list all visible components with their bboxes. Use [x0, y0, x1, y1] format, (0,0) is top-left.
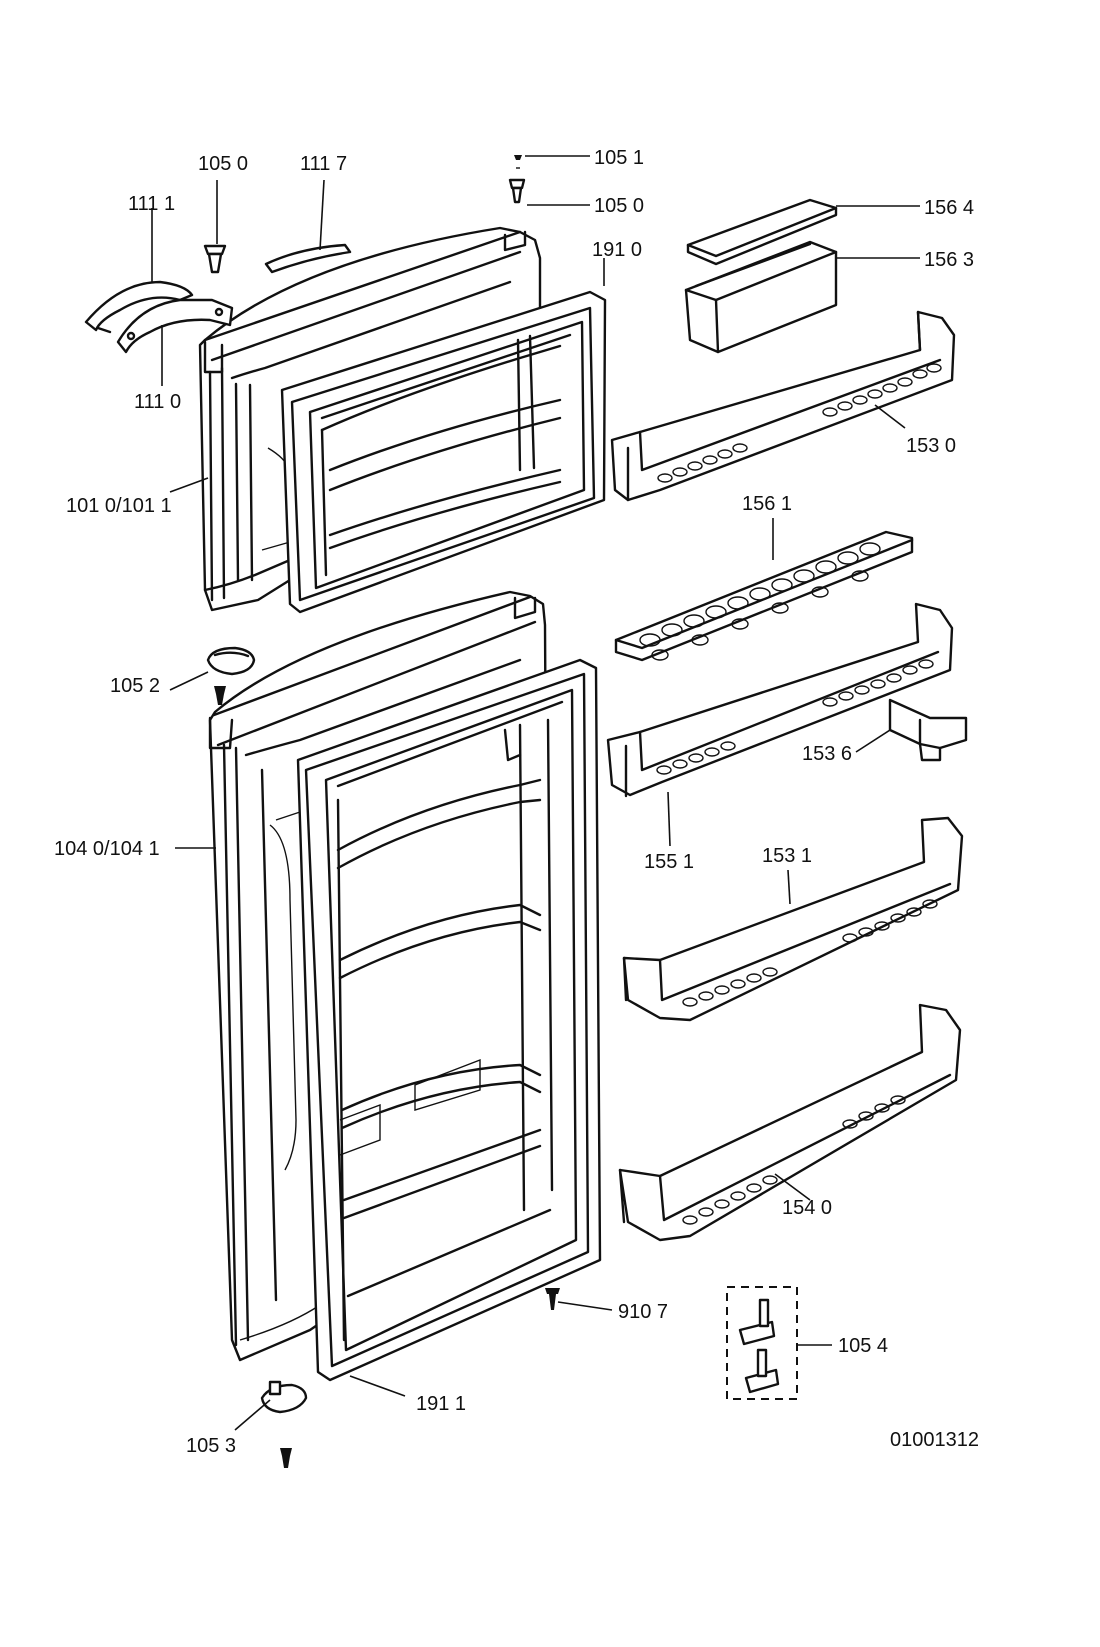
drawing-number: 01001312	[890, 1429, 979, 1451]
hinge-kit-1054	[726, 1286, 798, 1400]
door-shelf-1540	[618, 1003, 962, 1242]
callout-labels: 105 0 111 7 105 1 105 0 156 4 111 1 191 …	[54, 147, 979, 1457]
label-1530: 153 0	[906, 435, 956, 457]
label-1050a: 105 0	[198, 153, 248, 175]
shelf-lid-1564	[686, 198, 838, 266]
top-hinge	[206, 646, 256, 705]
leader-lines	[151, 155, 920, 1431]
door-shelf-1551	[606, 602, 954, 798]
door-shelf-1530	[610, 310, 956, 502]
label-1531: 153 1	[762, 845, 812, 867]
label-1050b: 105 0	[594, 195, 644, 217]
label-1110: 111 0	[134, 391, 181, 413]
label-1911: 191 1	[416, 1393, 466, 1415]
label-1910: 191 0	[592, 239, 642, 261]
label-9107: 910 7	[618, 1301, 668, 1323]
label-1053: 105 3	[186, 1435, 236, 1457]
label-1054: 105 4	[838, 1335, 888, 1357]
fridge-gasket-frame	[296, 658, 602, 1382]
label-1551: 155 1	[644, 851, 694, 873]
label-1563: 156 3	[924, 249, 974, 271]
label-1117: 111 7	[300, 153, 347, 175]
label-1052: 105 2	[110, 675, 160, 697]
handle-trim	[264, 243, 352, 274]
label-1111: 111 1	[128, 193, 175, 215]
label-1564: 156 4	[924, 197, 974, 219]
screw-9107	[545, 1288, 560, 1310]
screw-top	[508, 155, 526, 204]
bottom-hinge	[260, 1380, 308, 1468]
freezer-handle	[84, 280, 234, 354]
label-1536: 153 6	[802, 743, 852, 765]
label-1010: 101 0/101 1	[66, 495, 172, 517]
label-1051: 105 1	[594, 147, 644, 169]
door-shelf-1531	[622, 816, 964, 1022]
egg-tray-1561	[614, 530, 914, 662]
dairy-box-1563	[684, 240, 838, 354]
clip-1536	[888, 698, 968, 762]
screw-left	[203, 244, 227, 274]
label-1561: 156 1	[742, 493, 792, 515]
freezer-gasket-frame	[280, 290, 607, 614]
label-1540: 154 0	[782, 1197, 832, 1219]
label-1040: 104 0/104 1	[54, 838, 160, 860]
